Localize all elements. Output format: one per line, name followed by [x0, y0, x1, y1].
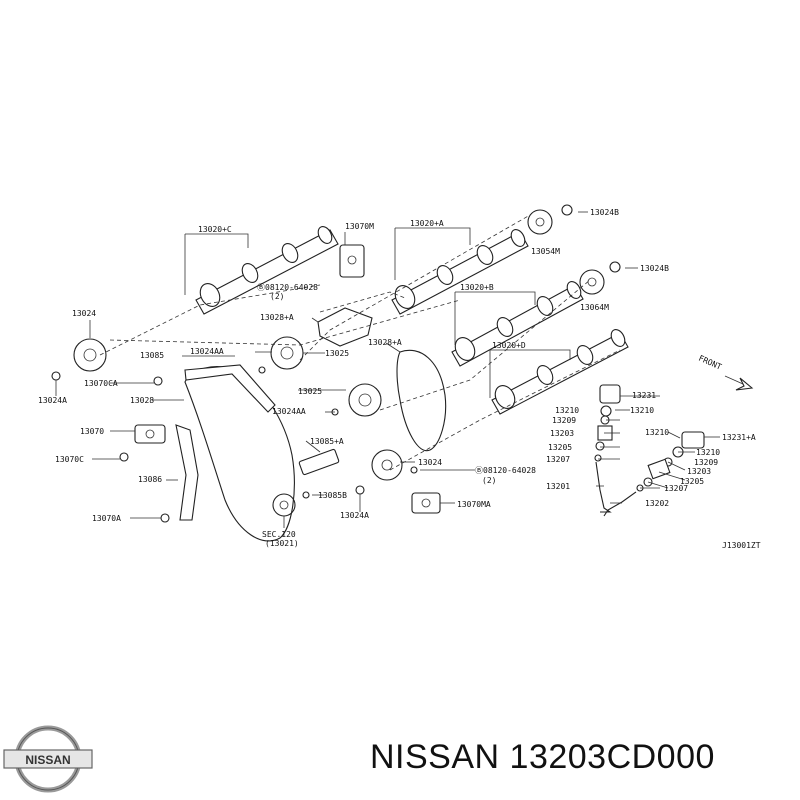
label-13231a: 13231+A: [722, 433, 756, 442]
dash-line-3: [299, 214, 531, 361]
label-08120-2-qty: (2): [482, 476, 496, 485]
label-13024a-1: 13024A: [38, 396, 67, 405]
chain-guide-13085: [184, 364, 276, 413]
label-13020c: 13020+C: [198, 225, 232, 234]
label-13070ca: 13070CA: [84, 379, 118, 388]
label-13070: 13070: [80, 427, 104, 436]
sprocket-13024-lower: [371, 449, 403, 481]
dash-line-5: [389, 349, 621, 471]
label-13210-d: 13210: [696, 448, 720, 457]
guide-13085a: [298, 448, 340, 476]
label-13024b-1: 13024B: [590, 208, 619, 217]
camshaft-13020d: [491, 329, 629, 415]
sprocket-13025-upper: [270, 336, 304, 370]
label-13201: 13201: [546, 482, 570, 491]
nissan-logo-text: NISSAN: [25, 753, 70, 767]
label-13025-1: 13025: [325, 349, 349, 358]
label-13020d: 13020+D: [492, 341, 526, 350]
label-13205-b: 13205: [680, 477, 704, 486]
label-13054m: 13054M: [531, 247, 560, 256]
bolt-icons: [51, 204, 621, 523]
label-08120-1: Ⓑ08120-64028: [257, 283, 318, 292]
label-13085b: 13085B: [318, 491, 347, 500]
label-13020a: 13020+A: [410, 219, 444, 228]
label-13202: 13202: [645, 499, 669, 508]
dash-line-6: [319, 291, 406, 313]
label-sec120: SEC.120: [262, 530, 296, 539]
camshaft-13020b: [451, 281, 584, 367]
label-front: FRONT: [697, 354, 723, 372]
label-13209-b: 13209: [694, 458, 718, 467]
label-13020b: 13020+B: [460, 283, 494, 292]
front-arrow: [724, 375, 754, 391]
chain-guide-13086: [175, 424, 199, 521]
label-08120-1-qty: (2): [270, 292, 284, 301]
label-13025-2: 13025: [298, 387, 322, 396]
dash-line-2: [109, 299, 461, 346]
label-13085a: 13085+A: [310, 437, 344, 446]
label-13070m: 13070M: [345, 222, 374, 231]
label-13070a: 13070A: [92, 514, 121, 523]
label-13210-c: 13210: [645, 428, 669, 437]
label-13231: 13231: [632, 391, 656, 400]
label-13064m: 13064M: [580, 303, 609, 312]
part-number-caption: NISSAN 13203CD000: [370, 738, 715, 776]
camshaft-13020a: [391, 229, 529, 315]
label-13207-a: 13207: [546, 455, 570, 464]
label-08120-2: Ⓑ08120-64028: [475, 466, 536, 475]
label-sec120-ref: (13021): [265, 539, 299, 548]
label-13207-b: 13207: [664, 484, 688, 493]
tensioner-13070m: [339, 244, 365, 278]
sensor-13054m: [527, 209, 553, 235]
sprocket-13025-lower: [348, 383, 382, 417]
label-13024: 13024: [72, 309, 96, 318]
dash-line-1: [99, 284, 321, 356]
label-drawing-number: J13001ZT: [722, 541, 761, 550]
cover-13028a: [317, 307, 373, 347]
label-13210-b: 13210: [630, 406, 654, 415]
label-13024-2: 13024: [418, 458, 442, 467]
label-13203-b: 13203: [687, 467, 711, 476]
tensioner-13070ma: [411, 492, 441, 514]
timing-chain-secondary: [396, 349, 447, 452]
label-13024b-2: 13024B: [640, 264, 669, 273]
label-13024aa-2: 13024AA: [272, 407, 306, 416]
label-13024aa-1: 13024AA: [190, 347, 224, 356]
camshaft-13020c: [195, 226, 339, 315]
label-13209-a: 13209: [552, 416, 576, 425]
leader-lines: [55, 211, 720, 528]
label-13028: 13028: [130, 396, 154, 405]
valve-train-left: [594, 384, 621, 513]
label-13024a-2: 13024A: [340, 511, 369, 520]
label-13210-a: 13210: [555, 406, 579, 415]
nissan-logo: NISSAN: [3, 725, 93, 793]
dash-line-4: [379, 279, 591, 411]
label-13070c: 13070C: [55, 455, 84, 464]
label-13070ma: 13070MA: [457, 500, 491, 509]
sprocket-13024: [73, 338, 107, 372]
tensioner-13070: [134, 424, 166, 444]
sensor-13064m: [579, 269, 605, 295]
label-13203-a: 13203: [550, 429, 574, 438]
label-13086: 13086: [138, 475, 162, 484]
label-13085: 13085: [140, 351, 164, 360]
label-13205-a: 13205: [548, 443, 572, 452]
label-13028a-2: 13028+A: [368, 338, 402, 347]
label-13028a-1: 13028+A: [260, 313, 294, 322]
